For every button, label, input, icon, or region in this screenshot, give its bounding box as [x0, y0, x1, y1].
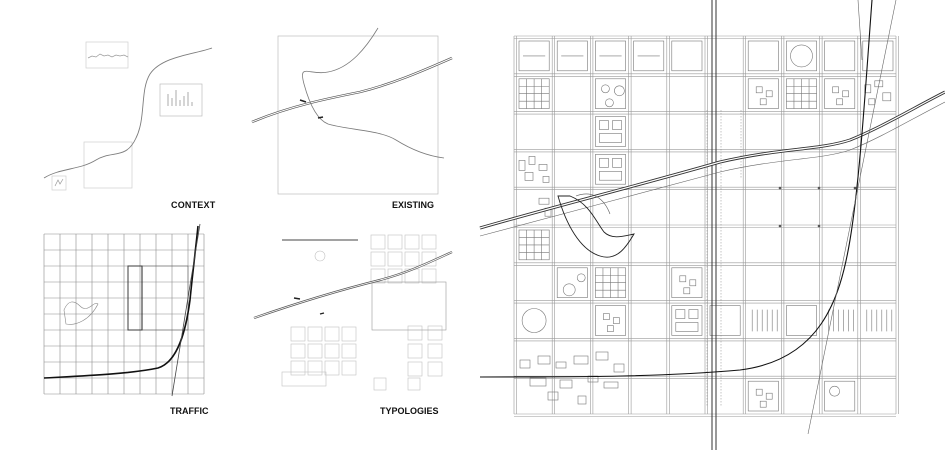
typologies-panel	[253, 234, 453, 391]
traffic-panel	[43, 223, 205, 397]
traffic-label: TRAFFIC	[170, 406, 209, 416]
existing-label: EXISTING	[392, 200, 434, 210]
context-panel	[43, 41, 213, 191]
context-label: CONTEXT	[171, 200, 216, 210]
master-plan	[479, 0, 945, 450]
typologies-label: TYPOLOGIES	[380, 406, 439, 416]
existing-panel	[251, 27, 453, 195]
